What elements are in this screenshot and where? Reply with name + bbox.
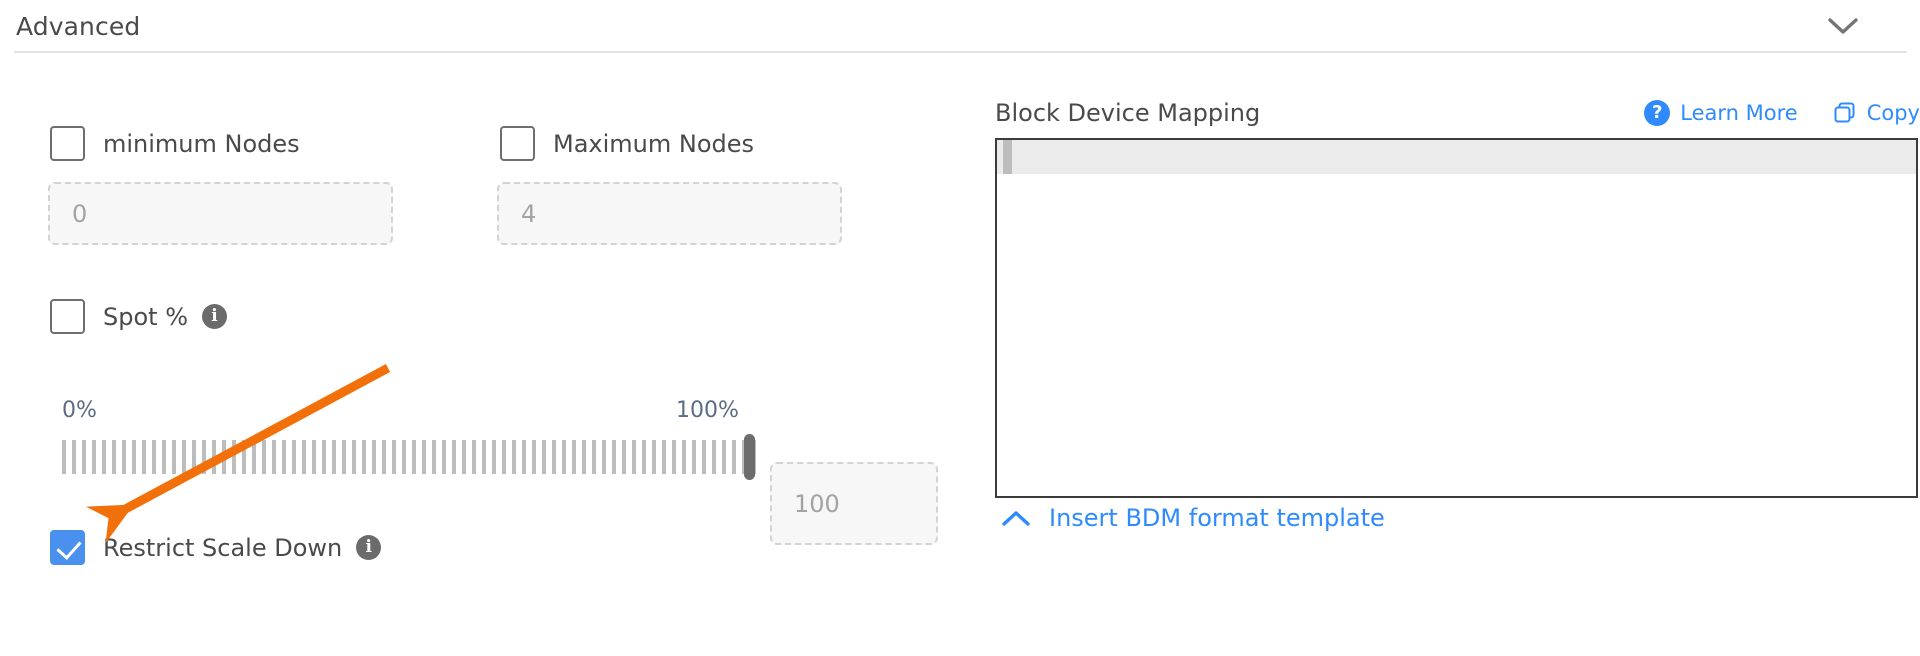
restrict-scale-down-info-icon[interactable]: i (356, 535, 382, 560)
max-nodes-input[interactable]: 4 (497, 182, 842, 245)
slider-max-label: 100% (676, 398, 739, 423)
slider-min-label: 0% (62, 398, 97, 423)
block-device-mapping-editor[interactable] (995, 138, 1918, 498)
min-nodes-checkbox-row[interactable]: minimum Nodes (50, 126, 300, 161)
right-column: Block Device Mapping ? Learn More Copy (995, 52, 1920, 656)
page-title: Advanced (16, 11, 141, 41)
min-nodes-label: minimum Nodes (103, 129, 300, 158)
min-nodes-input[interactable]: 0 (48, 182, 393, 245)
restrict-scale-down-checkbox-row[interactable]: Restrict Scale Down i (50, 530, 382, 565)
chevron-up-icon (1001, 510, 1031, 527)
max-nodes-checkbox[interactable] (500, 126, 535, 161)
restrict-scale-down-checkbox[interactable] (50, 530, 85, 565)
chevron-down-icon[interactable] (1824, 7, 1862, 45)
learn-more-label: Learn More (1680, 101, 1798, 125)
slider-track[interactable] (62, 440, 758, 474)
insert-bdm-template-link[interactable]: Insert BDM format template (1001, 504, 1385, 532)
copy-icon (1832, 100, 1858, 126)
section-header[interactable]: Advanced (0, 0, 1920, 52)
question-circle-icon: ? (1644, 100, 1671, 126)
min-nodes-checkbox[interactable] (50, 126, 85, 161)
copy-label: Copy (1866, 101, 1920, 125)
left-column: minimum Nodes Maximum Nodes 0 4 Spot % i… (0, 52, 980, 656)
restrict-scale-down-label: Restrict Scale Down (103, 533, 343, 562)
spot-percent-info-icon[interactable]: i (202, 304, 227, 329)
editor-active-line (997, 140, 1916, 174)
copy-button[interactable]: Copy (1832, 100, 1920, 126)
editor-gutter (1003, 140, 1012, 174)
learn-more-link[interactable]: ? Learn More (1644, 100, 1798, 126)
spot-percent-label: Spot % (103, 302, 188, 331)
header-divider (14, 51, 1907, 53)
max-nodes-checkbox-row[interactable]: Maximum Nodes (500, 126, 754, 161)
spot-percent-slider[interactable]: 0% 100% (62, 398, 762, 488)
slider-thumb[interactable] (744, 434, 755, 480)
insert-bdm-template-label: Insert BDM format template (1049, 504, 1385, 532)
slider-track-wrap[interactable] (62, 434, 762, 480)
max-nodes-label: Maximum Nodes (553, 129, 755, 158)
spot-percent-checkbox[interactable] (50, 299, 85, 334)
block-device-mapping-header: Block Device Mapping ? Learn More Copy (995, 96, 1920, 130)
block-device-mapping-title: Block Device Mapping (995, 99, 1261, 127)
spot-percent-value-input[interactable]: 100 (770, 462, 938, 545)
spot-percent-checkbox-row[interactable]: Spot % i (50, 299, 227, 334)
